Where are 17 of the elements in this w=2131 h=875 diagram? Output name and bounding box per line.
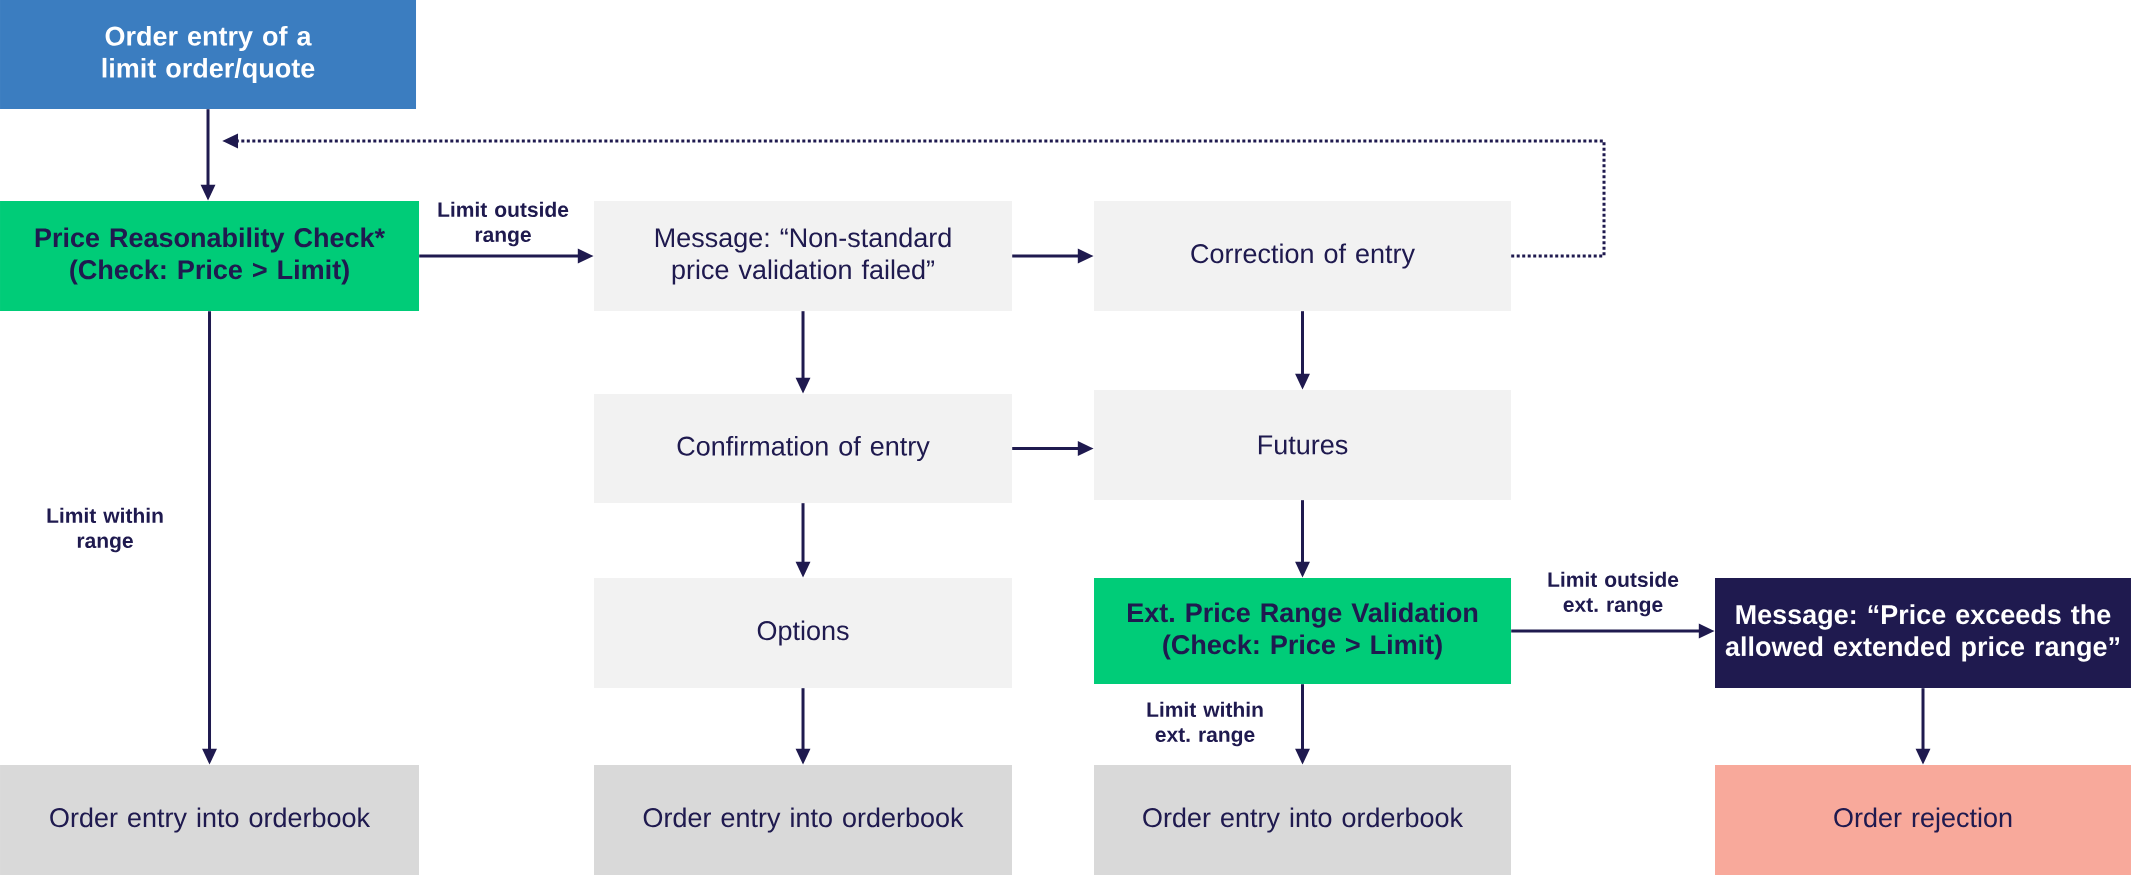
result-box: Order entry into orderbook bbox=[0, 765, 419, 875]
check-box: Ext. Price Range Validation (Check: Price > Limit) bbox=[1094, 578, 1511, 684]
process-box: Futures bbox=[1094, 390, 1511, 500]
edge-label: Limit within range bbox=[29, 506, 181, 554]
edge-label: Limit outside range bbox=[427, 200, 579, 248]
process-box: Confirmation of entry bbox=[594, 394, 1012, 503]
result-box: Order entry into orderbook bbox=[594, 765, 1012, 875]
result-box: Order rejection bbox=[1715, 765, 2131, 875]
edge-label: Limit outside ext. range bbox=[1537, 570, 1689, 618]
check-box: Price Reasonability Check* (Check: Price > Limit) bbox=[0, 201, 419, 311]
start-box: Order entry of a limit order/quote bbox=[0, 0, 416, 109]
edge-label: Limit within ext. range bbox=[1129, 700, 1281, 748]
process-box: Correction of entry bbox=[1094, 201, 1511, 311]
process-box: Options bbox=[594, 578, 1012, 688]
process-box: Message: “Non-standard price validation failed” bbox=[594, 201, 1012, 311]
result-box: Order entry into orderbook bbox=[1094, 765, 1511, 875]
message-box: Message: “Price exceeds the allowed extended price range” bbox=[1715, 578, 2131, 688]
